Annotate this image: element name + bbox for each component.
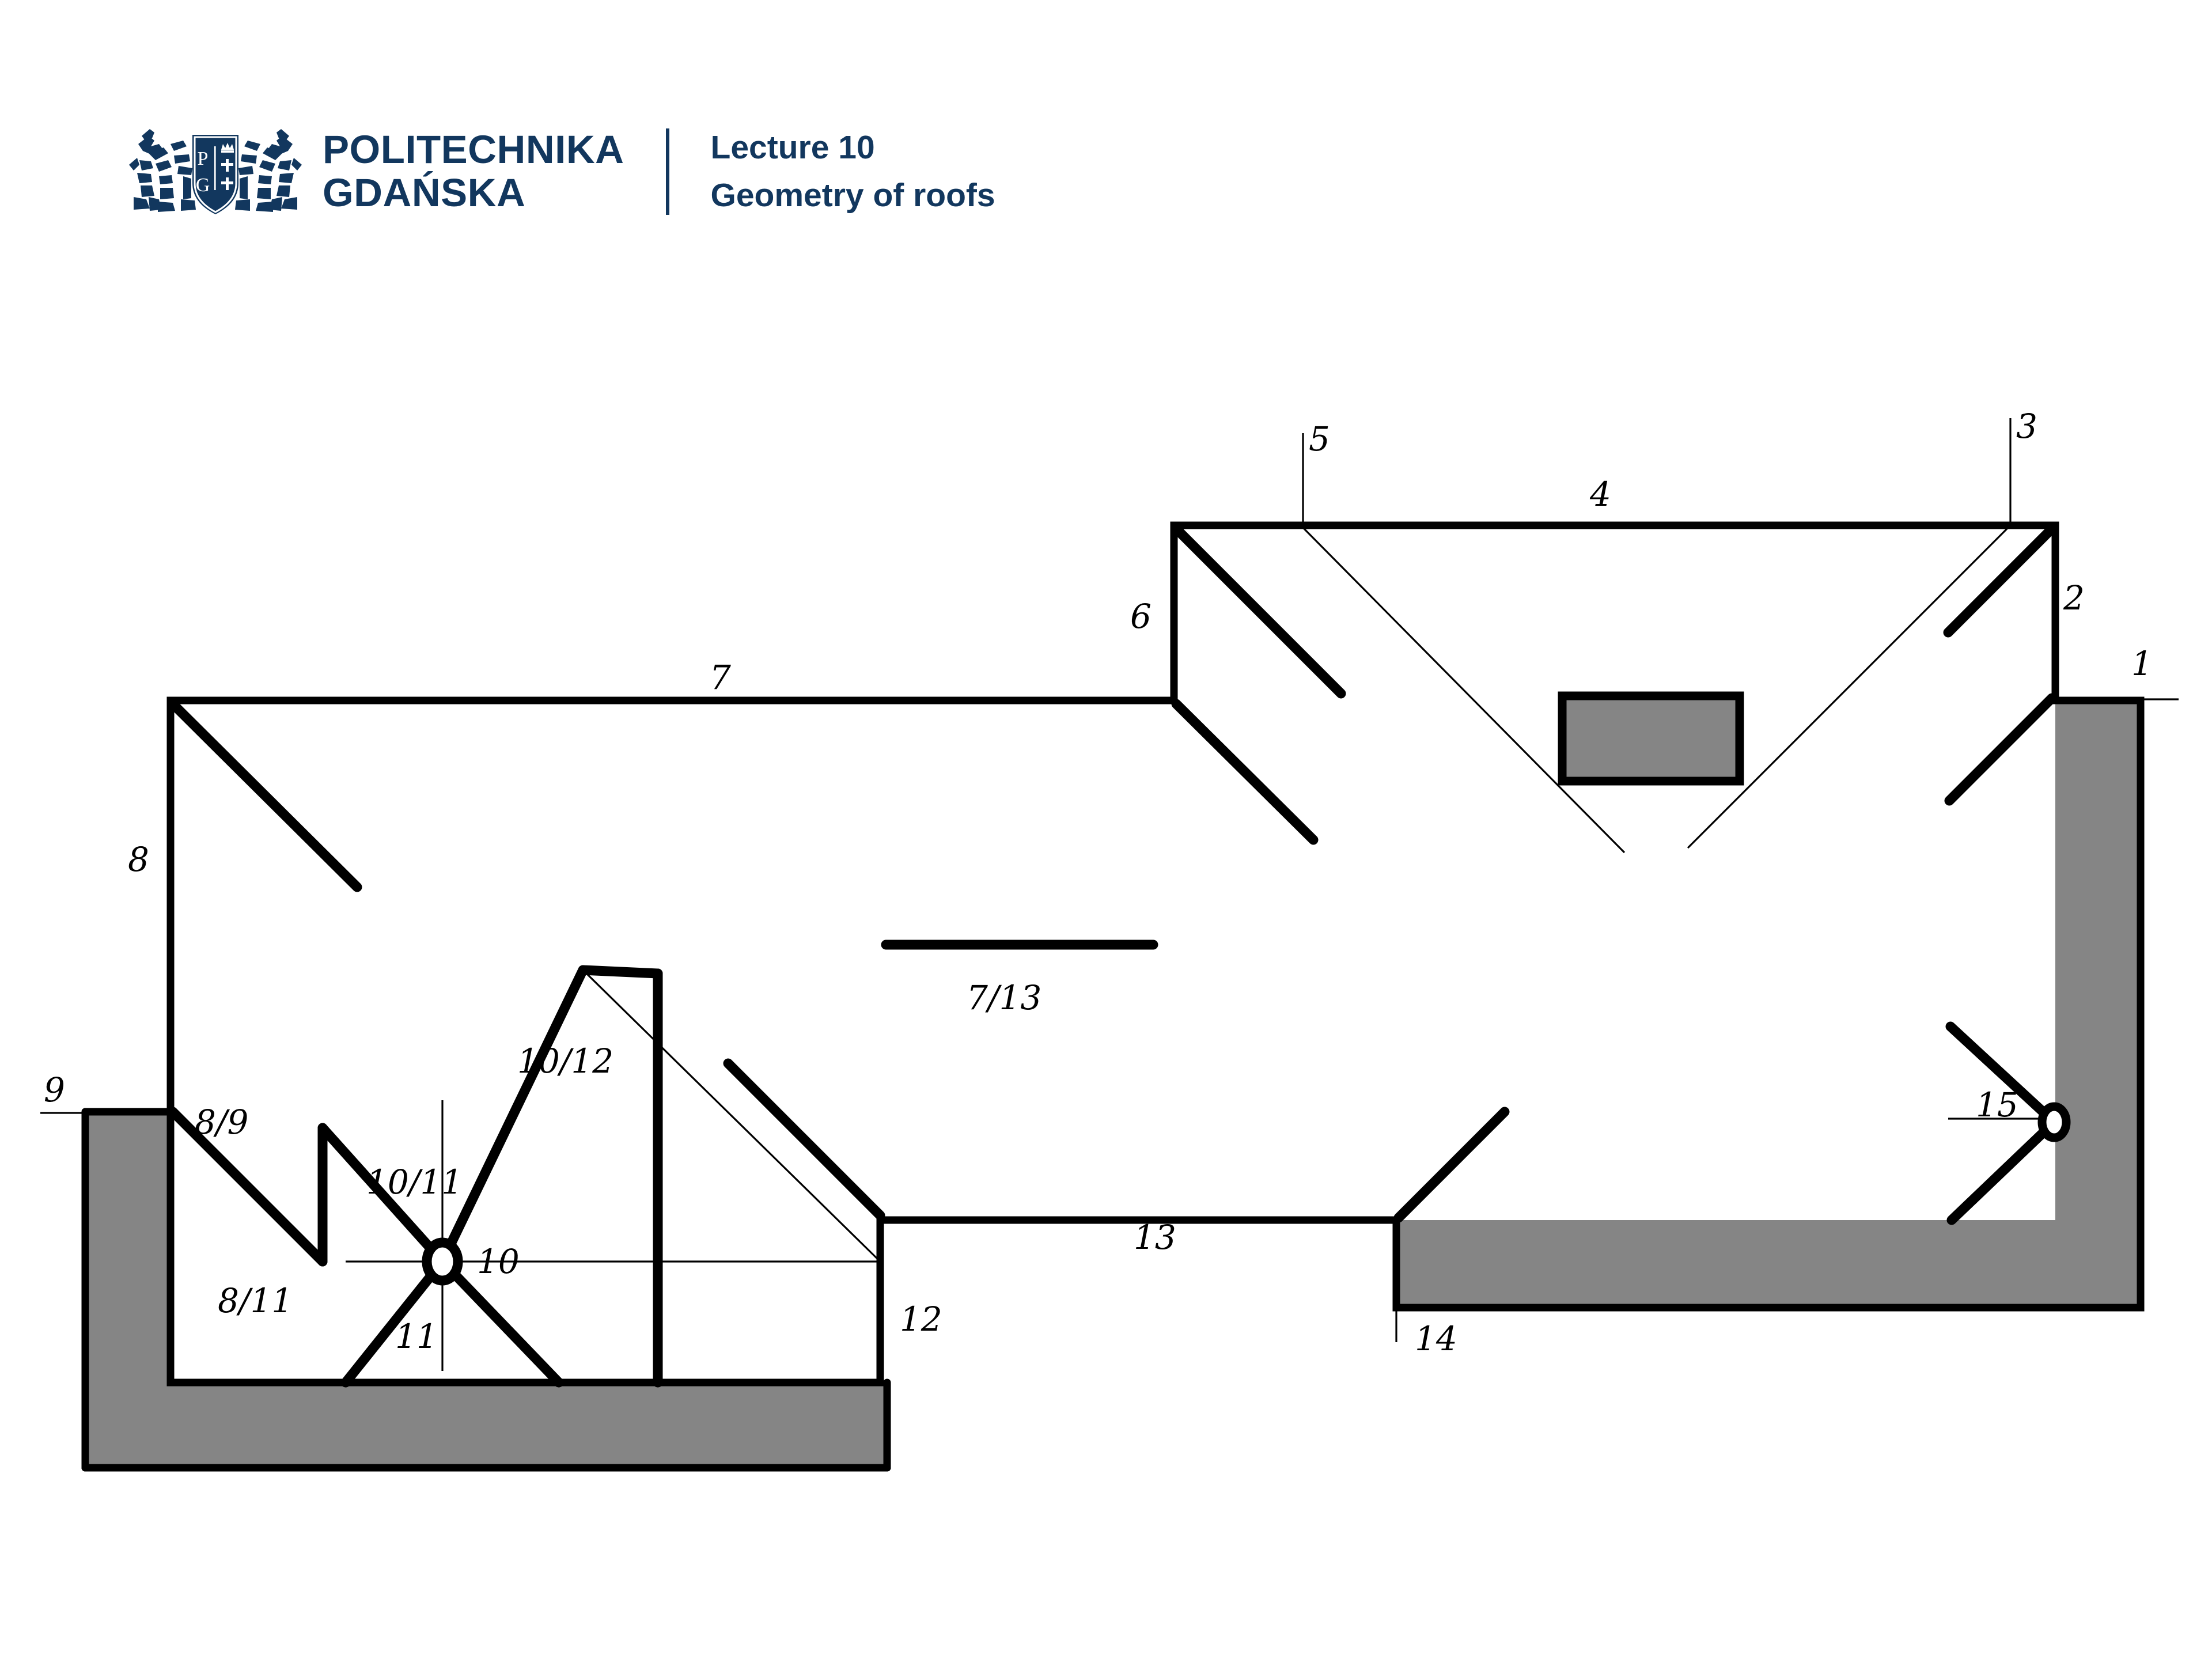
hip-12-corner — [723, 1058, 885, 1221]
label-1: 1 — [2131, 644, 2153, 683]
node-marker-10-11 — [422, 1237, 463, 1286]
brand-line-1: POLITECHNIKA — [323, 127, 624, 172]
hip-8-corner — [168, 699, 362, 892]
hip-15-upper — [1945, 1021, 2059, 1127]
hip-thin-left — [1302, 527, 1626, 854]
brand-line-2: GDAŃSKA — [323, 171, 526, 215]
label-6: 6 — [1130, 597, 1152, 636]
gray-region-right — [2055, 700, 2141, 1308]
node-markers — [422, 1102, 2071, 1286]
label-8: 8 — [128, 840, 149, 879]
label-3: 3 — [2016, 407, 2037, 446]
thin-diagonal-peak — [582, 969, 881, 1263]
label-14: 14 — [1415, 1319, 1457, 1358]
lecture-subtitle: Geometry of roofs — [710, 177, 995, 214]
label-5: 5 — [1309, 419, 1330, 459]
header-divider — [665, 128, 669, 215]
label-13: 13 — [1134, 1218, 1176, 1257]
diagram-labels: 1 2 3 4 5 6 7 8 9 10 11 12 13 14 15 8/9 … — [44, 407, 2153, 1358]
hip-3-corner — [1943, 524, 2057, 638]
label-10-12: 10/12 — [517, 1041, 613, 1081]
ridge-peak-left — [578, 965, 663, 979]
hip-15-lower — [1946, 1117, 2059, 1225]
gdansk-university-of-technology-crest-icon: P G — [129, 129, 302, 214]
label-12: 12 — [900, 1300, 942, 1339]
slide-header: P G POLITECHNIKA GDAŃSKA Lecture 10 Geom… — [126, 121, 995, 222]
gray-fill-regions — [85, 700, 2141, 1468]
label-10: 10 — [477, 1242, 520, 1281]
label-7-13: 7/13 — [967, 978, 1041, 1017]
thick-hip-lines — [168, 524, 2059, 1388]
label-8-11: 8/11 — [218, 1281, 293, 1320]
hip-6-bottom — [1171, 699, 1319, 845]
node-marker-15 — [2037, 1102, 2071, 1142]
label-10-11: 10/11 — [366, 1162, 463, 1202]
valley-11-down-left — [340, 1256, 448, 1388]
brand-wordmark: POLITECHNIKA GDAŃSKA — [323, 128, 624, 214]
hip-thin-right — [1687, 524, 2012, 849]
valley-8-9 — [168, 1107, 328, 1267]
label-7: 7 — [710, 658, 731, 697]
hip-13-corner — [1393, 1107, 1510, 1223]
label-15: 15 — [1976, 1085, 2018, 1124]
valley-notch-down — [317, 1123, 448, 1267]
gray-region-bottom-left — [85, 1112, 887, 1468]
shield-letter-g: G — [196, 175, 210, 196]
ridge-10-12-up — [437, 965, 588, 1267]
lecture-heading: Lecture 10 Geometry of roofs — [711, 124, 995, 219]
shield-letter-p: P — [198, 148, 209, 169]
gray-region-bottom-right — [1396, 1220, 2141, 1308]
label-4: 4 — [1589, 475, 1611, 514]
hip-6-top — [1171, 524, 1346, 699]
label-11: 11 — [395, 1317, 438, 1356]
lecture-number: Lecture 10 — [710, 129, 875, 166]
label-2: 2 — [2063, 578, 2085, 618]
chimney-box — [1558, 691, 1744, 786]
label-9: 9 — [44, 1070, 65, 1109]
hip-2-corner — [1944, 693, 2057, 806]
label-8-9: 8/9 — [195, 1103, 248, 1142]
chimney-fill — [1558, 691, 1744, 786]
valley-node-down-right — [437, 1256, 564, 1388]
